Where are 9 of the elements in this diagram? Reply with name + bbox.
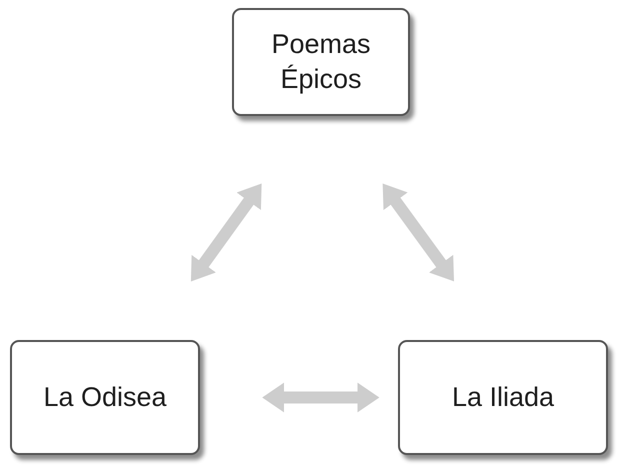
double-arrow bbox=[190, 183, 262, 282]
concept-box bbox=[398, 340, 608, 455]
double-arrow bbox=[382, 184, 454, 282]
concept-box bbox=[232, 8, 410, 116]
box-label: La Odisea bbox=[43, 380, 167, 414]
box-label: Poemas Épicos bbox=[270, 28, 372, 96]
concept-box bbox=[10, 340, 200, 455]
box-label: La Iliada bbox=[452, 380, 554, 414]
double-arrow bbox=[262, 382, 380, 412]
